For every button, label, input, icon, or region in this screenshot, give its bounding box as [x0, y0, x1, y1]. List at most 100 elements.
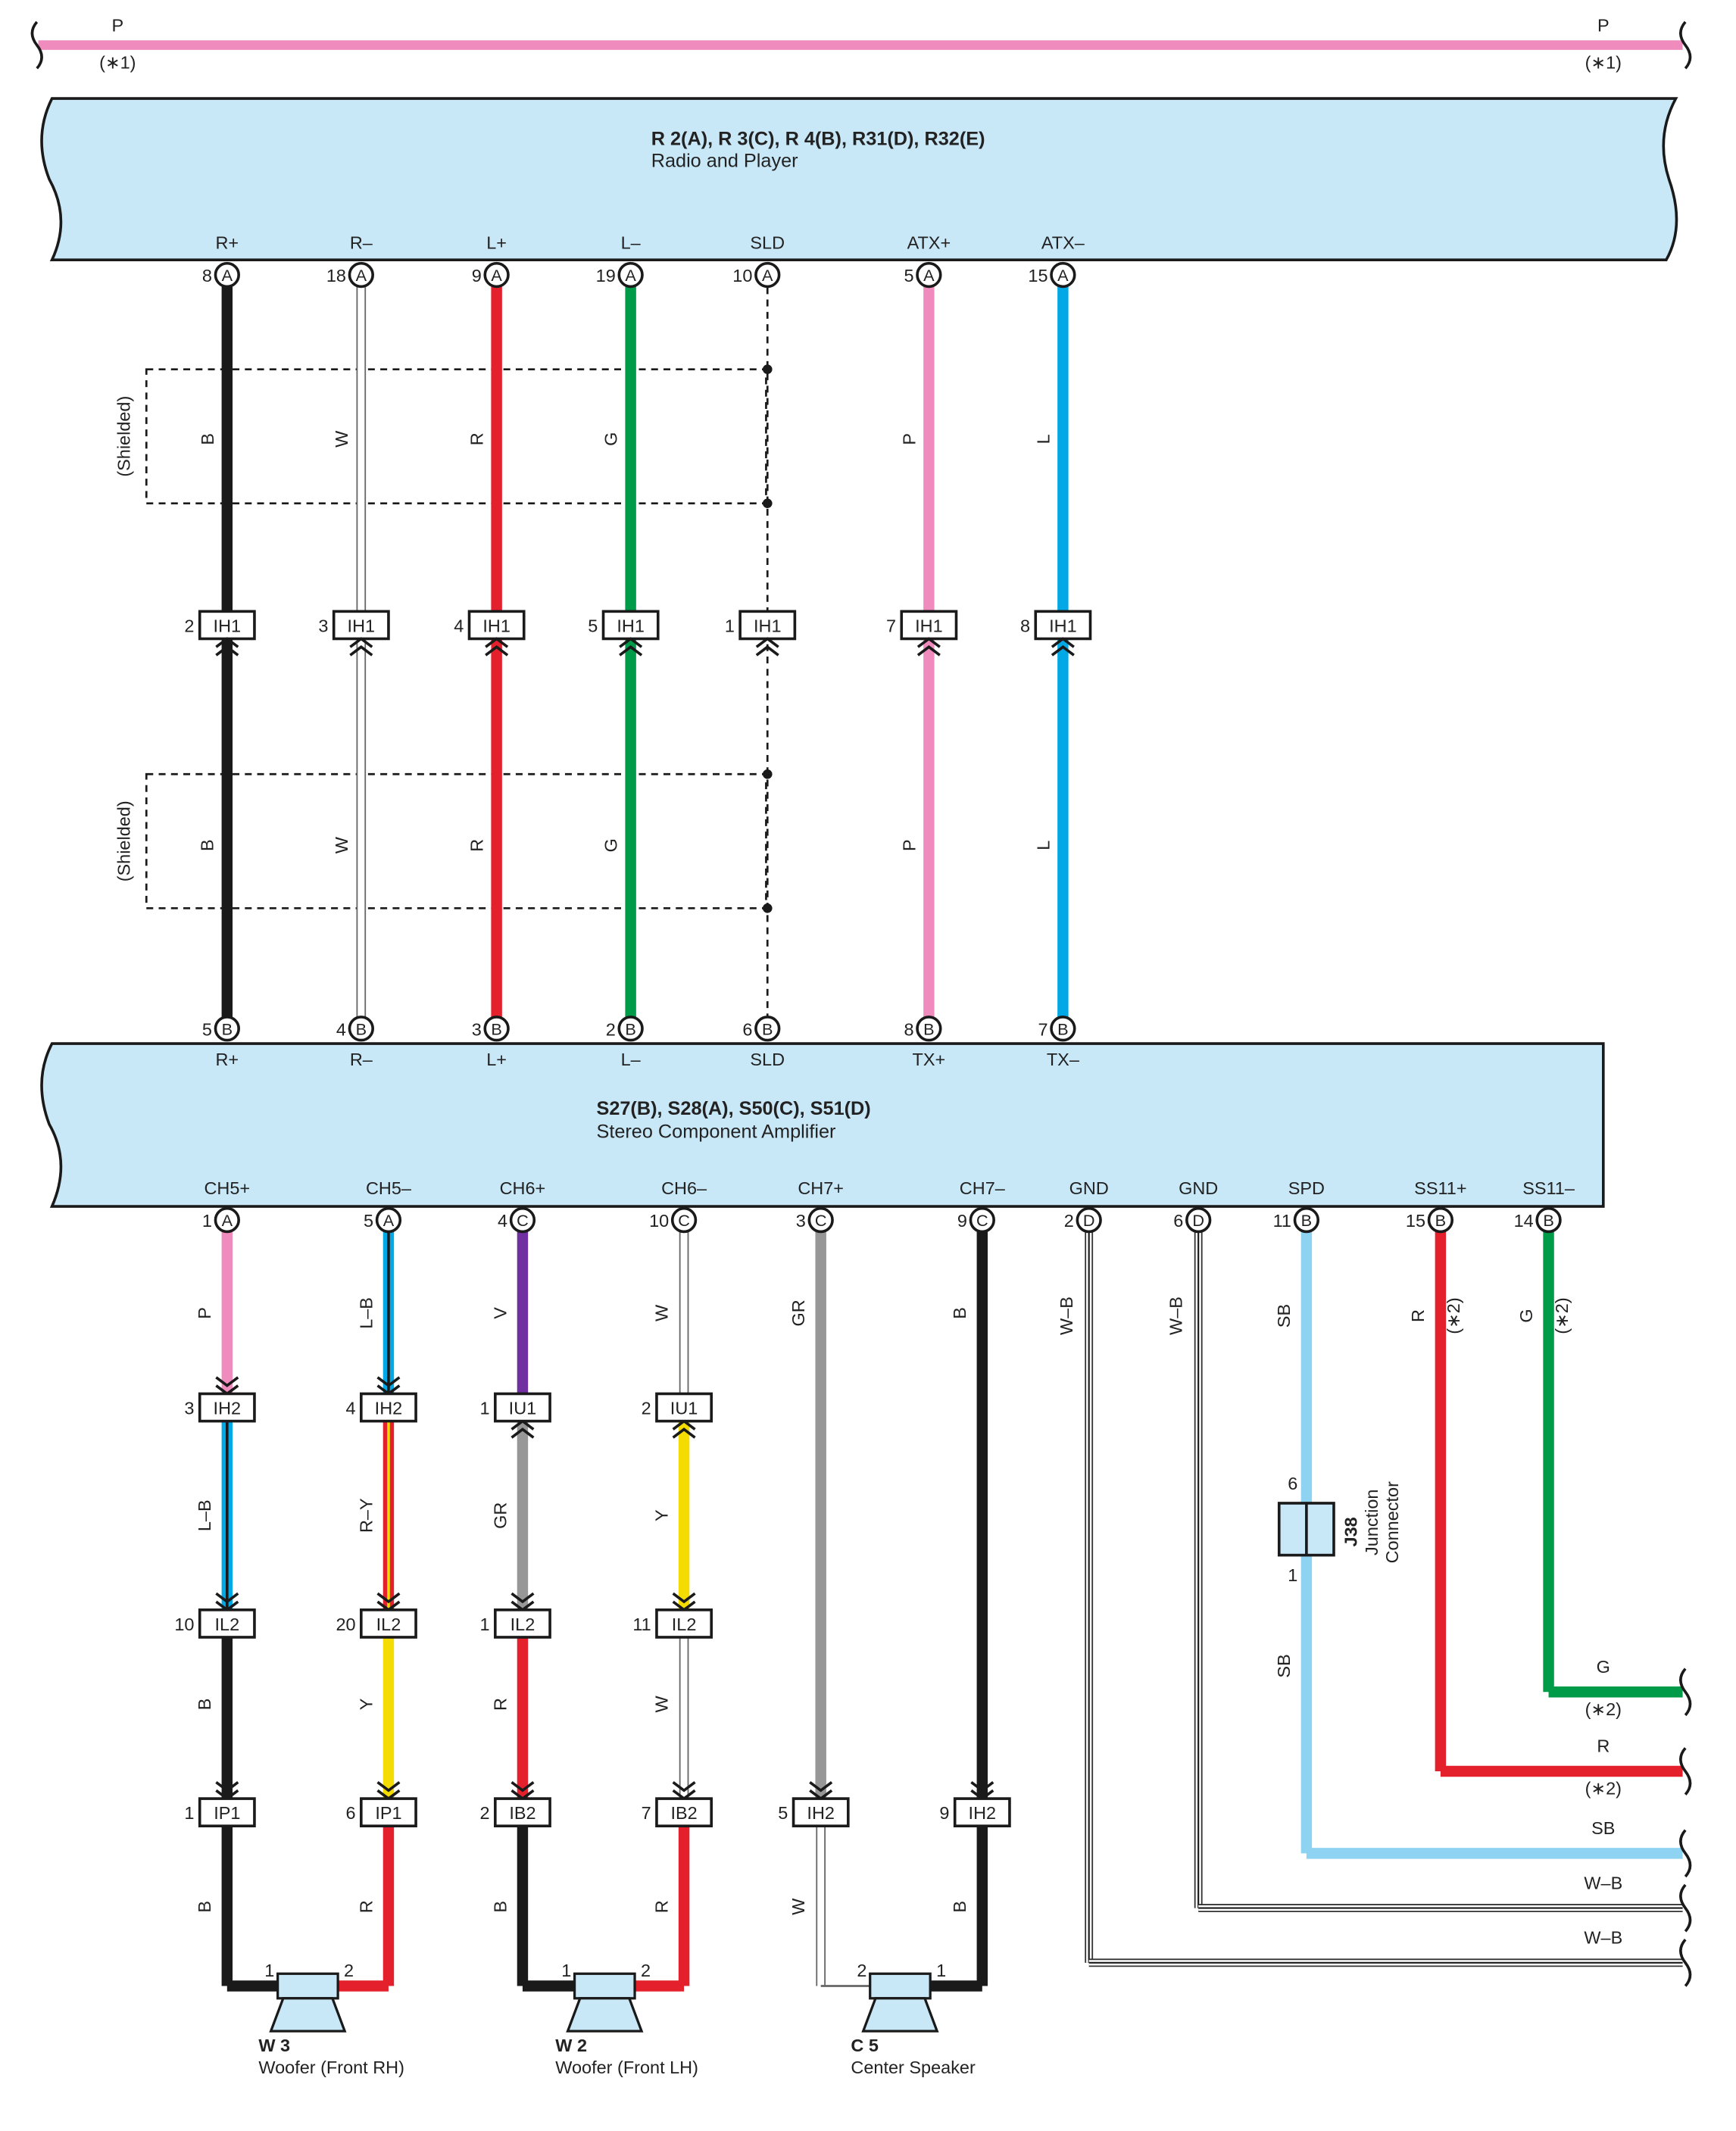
amplifier-top-pin-letter: B — [762, 1019, 773, 1038]
circuit-connector — [655, 1797, 713, 1828]
mid-connector-number: 1 — [725, 616, 735, 635]
radio-pin-number: 15 — [1028, 266, 1048, 285]
top-feed-right-break — [1679, 20, 1692, 70]
shielded-label-lower: (Shielded) — [114, 800, 134, 881]
junction-code: J38 — [1341, 1517, 1361, 1546]
mid-connector — [332, 610, 390, 641]
circuit-connector-chevron-stroke — [672, 1780, 696, 1792]
amplifier-top-pin-letter: B — [625, 1019, 635, 1038]
amplifier-bottom-pin-label: SS11– — [1522, 1178, 1575, 1198]
speaker-circuit-color-label: B — [490, 1901, 510, 1913]
mid-connector-chevron-stroke — [755, 645, 779, 657]
circuit-connector — [360, 1392, 417, 1423]
right-wire-end-label: R — [1597, 1736, 1610, 1756]
radio-pin-letter: A — [1057, 266, 1069, 285]
mid-connector-number: 8 — [1020, 616, 1030, 635]
radio-pin — [1050, 261, 1076, 289]
radio-box — [40, 97, 1678, 261]
amplifier-top-pin — [754, 1016, 781, 1042]
circuit-connector-label: IP1 — [375, 1803, 401, 1823]
amplifier-bottom-pin-label: CH7– — [960, 1178, 1006, 1198]
right-wire-break — [1679, 1829, 1692, 1878]
circuit-connector-label: IB2 — [670, 1803, 697, 1823]
circuit-connector-number: 9 — [939, 1803, 949, 1823]
amplifier-top-pin-label: SLD — [750, 1050, 785, 1069]
speaker-coil — [573, 1972, 636, 2000]
center-speaker-pin-left: 2 — [857, 1961, 866, 1980]
circuit-connector-chevron-stroke — [510, 1427, 535, 1439]
amplifier-top-pin-label: TX+ — [913, 1050, 946, 1069]
amplifier-bottom-pin-label: CH6+ — [500, 1178, 546, 1198]
circuit-connector-label: IL2 — [510, 1615, 535, 1634]
amplifier-top-pin-number: 8 — [904, 1019, 913, 1039]
radio-pin — [754, 261, 781, 289]
amplifier-top-pin — [214, 1016, 240, 1042]
amplifier-bottom-pin-letter: C — [517, 1211, 529, 1230]
shield-box-upper — [145, 368, 767, 505]
amplifier-codes: S27(B), S28(A), S50(C), S51(D) — [596, 1098, 870, 1119]
radio-pin-number: 8 — [202, 266, 212, 285]
amplifier-bottom-pin — [214, 1206, 240, 1234]
amplifier-bottom-pin-label: SPD — [1288, 1178, 1325, 1198]
center-circuit-color-label: B — [950, 1901, 969, 1913]
radio-pin-letter: A — [356, 266, 367, 285]
circuit-connector-label: IU1 — [670, 1399, 698, 1418]
amplifier-bottom-pin-label: CH5– — [366, 1178, 412, 1198]
mid-connector-chevron-stroke — [215, 637, 239, 648]
circuit-connector-chevron-stroke — [970, 1780, 994, 1792]
circuit-connector-chevron-stroke — [376, 1780, 401, 1792]
right-wire-color-label: G — [1516, 1309, 1536, 1322]
circuit-connector-chevron-stroke — [376, 1376, 401, 1387]
right-wire-break — [1679, 1668, 1692, 1717]
circuit-connector-label: IH2 — [969, 1803, 997, 1823]
circuit-connector-number: 11 — [632, 1615, 651, 1634]
mid-connector-number: 3 — [318, 616, 328, 635]
amplifier-bottom-pin — [807, 1206, 834, 1234]
amplifier-bottom-pin-number: 6 — [1173, 1211, 1183, 1231]
radio-pin-letter: A — [923, 266, 935, 285]
circuit-connector-chevron-stroke — [809, 1780, 833, 1792]
mid-connector — [1034, 610, 1092, 641]
amplifier-top-pin-label: R– — [350, 1050, 373, 1069]
amplifier-bottom-pin — [1185, 1206, 1212, 1234]
speaker-circuit-color-label: P — [195, 1307, 214, 1319]
speaker-circuit-color-label: V — [490, 1307, 510, 1319]
amplifier-top-pin-number: 2 — [606, 1019, 616, 1039]
radio-pin-letter: A — [625, 266, 636, 285]
circuit-connector-chevron-stroke — [215, 1780, 239, 1792]
shield-box-lower — [145, 772, 767, 909]
mid-wire-color-label: B — [198, 839, 217, 851]
mid-wire-color-label: G — [601, 838, 621, 852]
speaker-pin-left: 1 — [561, 1961, 571, 1980]
mid-wire-color-label: R — [467, 432, 487, 445]
right-wire-end-label: G — [1597, 1657, 1610, 1677]
amplifier-box — [40, 1042, 1605, 1208]
mid-connector-chevron-stroke — [485, 637, 509, 648]
amplifier-bottom-pin-number: 4 — [498, 1211, 507, 1231]
circuit-connector-number: 7 — [642, 1803, 651, 1823]
mid-connector-label: IH1 — [348, 616, 376, 635]
amplifier-bottom-pin-label: GND — [1069, 1178, 1109, 1198]
circuit-connector — [198, 1392, 256, 1423]
amplifier-bottom-pin-label: SS11+ — [1414, 1178, 1466, 1198]
mid-connector-label: IH1 — [617, 616, 645, 635]
amplifier-top-pin — [916, 1016, 942, 1042]
amplifier-bottom-pin-letter: B — [1435, 1211, 1446, 1230]
speaker-circuit-color-label: R–Y — [356, 1498, 376, 1533]
amplifier-bottom-pin — [509, 1206, 536, 1234]
radio-pin-number: 5 — [904, 266, 913, 285]
center-circuit-color-label: B — [950, 1307, 969, 1319]
right-wire-end-note: (∗2) — [1585, 1699, 1622, 1719]
radio-codes: R 2(A), R 3(C), R 4(B), R31(D), R32(E) — [651, 128, 985, 149]
circuit-connector-number: 1 — [480, 1615, 490, 1634]
mid-connector-chevron-stroke — [916, 645, 941, 657]
amplifier-top-pin — [617, 1016, 644, 1042]
circuit-connector-label: IL2 — [215, 1615, 240, 1634]
right-wire-color-label-lower: SB — [1274, 1654, 1294, 1677]
shield-junction-dot — [762, 364, 773, 374]
junction-pin-bottom: 1 — [1288, 1565, 1297, 1585]
amplifier-bottom-pin-letter: C — [678, 1211, 690, 1230]
right-wire-note: (∗2) — [1444, 1297, 1463, 1334]
mid-connector-number: 5 — [588, 616, 598, 635]
